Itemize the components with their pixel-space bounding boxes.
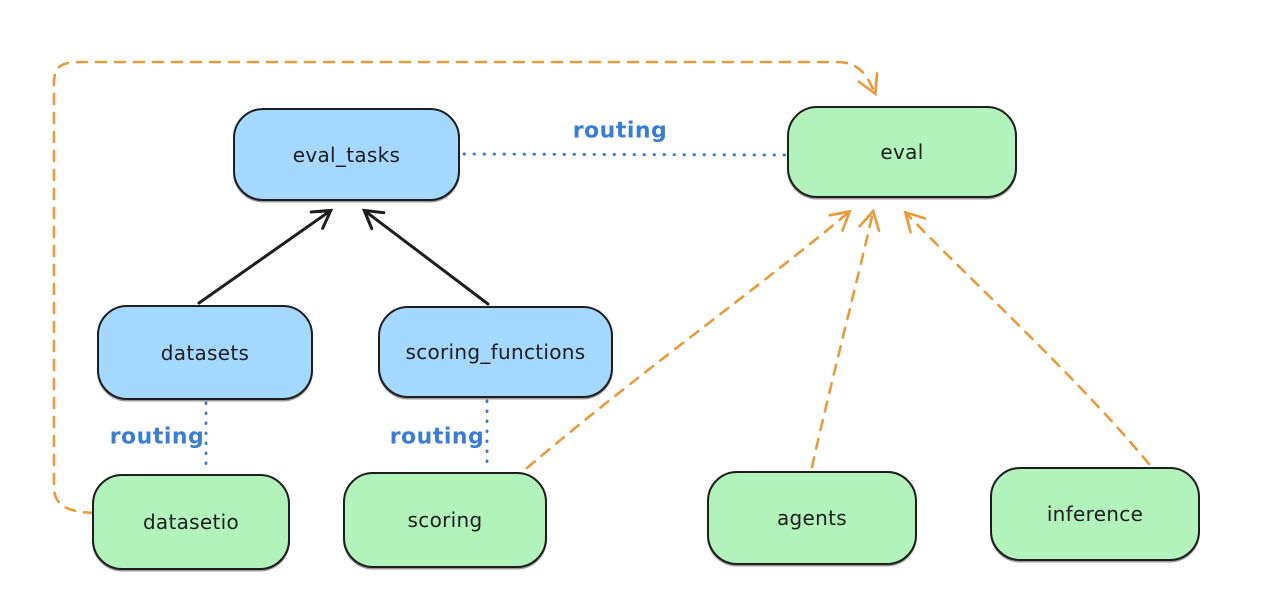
edge-agents-to-eval[interactable] bbox=[810, 208, 881, 469]
node-eval-tasks-label: eval_tasks bbox=[292, 142, 401, 167]
edge-datasets-to-eval-tasks[interactable] bbox=[197, 208, 334, 305]
edge-datasetio-to-eval[interactable] bbox=[52, 60, 879, 515]
node-scoring-label: scoring bbox=[407, 508, 483, 532]
node-scoring-functions[interactable]: scoring_functions bbox=[378, 306, 613, 398]
node-eval-label: eval bbox=[880, 140, 924, 164]
node-scoring-functions-label: scoring_functions bbox=[405, 340, 586, 364]
edge-label-routing-middle: routing bbox=[389, 424, 485, 450]
node-agents-label: agents bbox=[777, 506, 847, 530]
edge-label-routing-top: routing bbox=[572, 118, 668, 144]
edge-scoring-functions-to-eval-tasks[interactable] bbox=[361, 208, 490, 306]
node-scoring[interactable]: scoring bbox=[343, 472, 547, 568]
node-eval[interactable]: eval bbox=[787, 106, 1017, 198]
edge-inference-to-eval[interactable] bbox=[903, 210, 1151, 466]
node-inference[interactable]: inference bbox=[990, 467, 1200, 561]
node-datasetio[interactable]: datasetio bbox=[92, 474, 290, 570]
edge-scoring-to-eval[interactable] bbox=[525, 209, 852, 470]
node-inference-label: inference bbox=[1046, 502, 1144, 526]
node-agents[interactable]: agents bbox=[707, 471, 917, 565]
node-datasets-label: datasets bbox=[160, 340, 250, 365]
node-datasetio-label: datasetio bbox=[142, 510, 240, 534]
edge-eval-tasks-to-eval-routing[interactable] bbox=[462, 152, 787, 157]
edge-label-routing-left: routing bbox=[109, 424, 205, 450]
node-datasets[interactable]: datasets bbox=[97, 305, 313, 400]
node-eval-tasks[interactable]: eval_tasks bbox=[233, 108, 460, 201]
